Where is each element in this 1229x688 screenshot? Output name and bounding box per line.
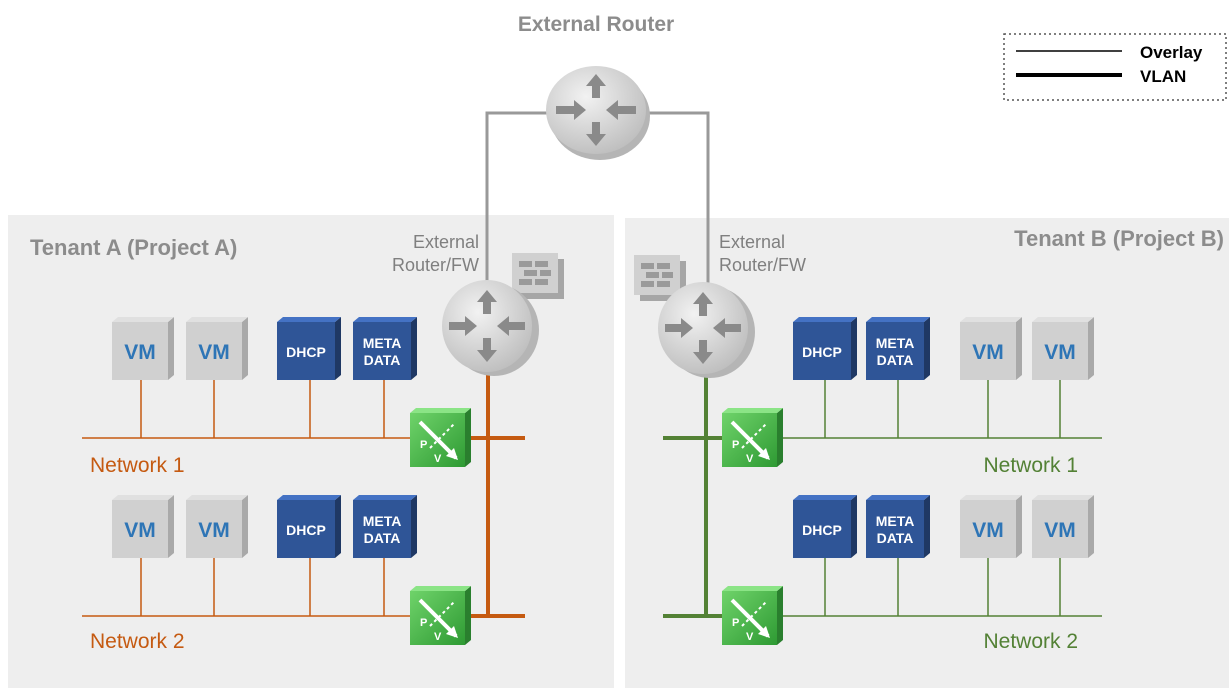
node-label: DATA	[877, 530, 914, 546]
virtual-switch-icon: PV	[722, 408, 783, 467]
tenant-a-network-1-label: Network 1	[90, 454, 185, 477]
node-label: DHCP	[802, 522, 842, 538]
tenant-a-network-2-label: Network 2	[90, 630, 185, 653]
node-label: VM	[198, 341, 230, 364]
switch-letter: P	[732, 617, 739, 629]
vm-box: VM	[1032, 495, 1094, 558]
service-box: DHCP	[277, 317, 341, 380]
service-box: DHCP	[793, 317, 857, 380]
tenant-a-name: Tenant A (Project A)	[30, 235, 237, 260]
service-box: DHCP	[277, 495, 341, 558]
external-router-title: External Router	[518, 13, 674, 36]
firewall-icon	[512, 253, 564, 299]
virtual-switch-icon: PV	[410, 408, 471, 467]
node-label: META	[876, 335, 915, 351]
vm-box: VM	[960, 495, 1022, 558]
switch-letter: P	[420, 439, 427, 451]
legend-vlan-label: VLAN	[1140, 67, 1186, 86]
node-label: DATA	[877, 352, 914, 368]
legend-box	[1003, 33, 1227, 101]
tenant-a-router-label-1: External	[413, 232, 479, 252]
node-label: DHCP	[802, 344, 842, 360]
tenant-a-router-label-2: Router/FW	[392, 255, 479, 275]
service-box: DHCP	[793, 495, 857, 558]
virtual-switch-icon: PV	[722, 586, 783, 645]
node-label: VM	[124, 341, 156, 364]
node-label: VM	[972, 341, 1004, 364]
switch-letter: P	[732, 439, 739, 451]
external-router-icon	[546, 66, 650, 160]
node-label: DATA	[364, 530, 401, 546]
tenant-a-wiring	[82, 360, 525, 618]
switch-letter: V	[434, 631, 442, 643]
node-label: DATA	[364, 352, 401, 368]
switch-letter: P	[420, 617, 427, 629]
uplink-tenant-b	[640, 111, 710, 292]
tenant-b-network-1-label: Network 1	[983, 454, 1078, 477]
vm-box: VM	[112, 317, 174, 380]
node-label: VM	[124, 519, 156, 542]
tenant-b-network-2-label: Network 2	[983, 630, 1078, 653]
switch-letter: V	[746, 631, 754, 643]
vm-box: VM	[112, 495, 174, 558]
node-label: DHCP	[286, 522, 326, 538]
vm-box: VM	[960, 317, 1022, 380]
node-label: VM	[1044, 341, 1076, 364]
node-label: VM	[972, 519, 1004, 542]
switch-letter: V	[434, 453, 442, 465]
tenant-b-router-label-2: Router/FW	[719, 255, 806, 275]
legend-overlay-label: Overlay	[1140, 43, 1203, 62]
tenant-b-wiring	[663, 360, 1102, 618]
tenant-b-router-label-1: External	[719, 232, 785, 252]
node-label: META	[363, 513, 402, 529]
uplink-tenant-a	[485, 111, 548, 292]
node-label: VM	[1044, 519, 1076, 542]
node-label: META	[363, 335, 402, 351]
switch-letter: V	[746, 453, 754, 465]
vm-box: VM	[186, 495, 248, 558]
vm-box: VM	[186, 317, 248, 380]
tenant-b-name: Tenant B (Project B)	[1014, 226, 1224, 251]
virtual-switch-icon: PV	[410, 586, 471, 645]
node-label: VM	[198, 519, 230, 542]
node-label: META	[876, 513, 915, 529]
tenant-a-router-icon	[442, 280, 539, 376]
node-label: DHCP	[286, 344, 326, 360]
tenant-b-router-icon	[658, 282, 755, 378]
firewall-icon	[634, 255, 686, 301]
vm-box: VM	[1032, 317, 1094, 380]
